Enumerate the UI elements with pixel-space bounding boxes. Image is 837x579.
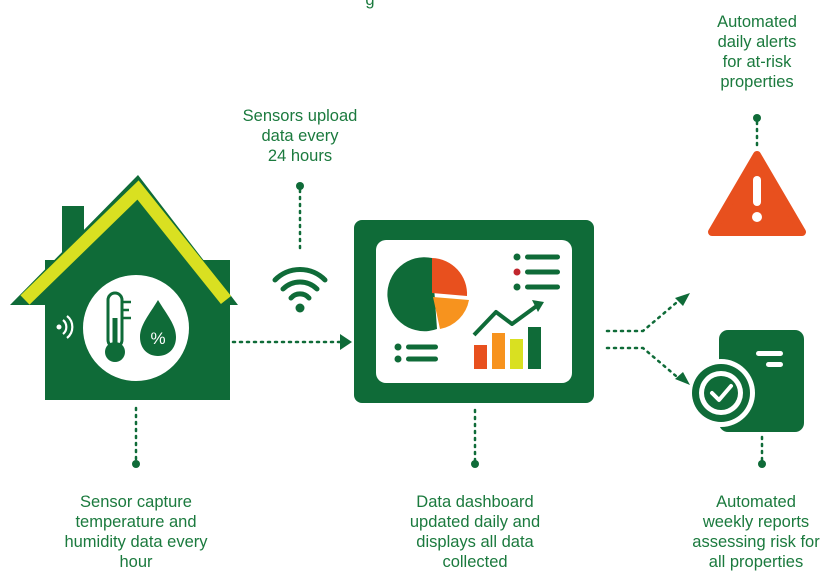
report-document-check-icon	[687, 330, 804, 432]
alerts-caption: Automated daily alerts for at-risk prope…	[717, 13, 797, 91]
connectors	[134, 120, 764, 462]
humidity-percent-label: %	[150, 329, 165, 348]
arrow-to-reports	[675, 372, 690, 385]
wifi-icon	[272, 267, 328, 313]
reports-caption: Automated weekly reports assessing risk …	[692, 493, 820, 571]
warning-triangle-icon	[708, 151, 806, 236]
dashboard-list-bottom-icon	[394, 343, 438, 363]
humidity-drop-icon	[140, 300, 176, 356]
arrow-to-dashboard	[340, 334, 352, 350]
sensor-caption: Sensor capture temperature and humidity …	[64, 493, 208, 571]
connector-arrowheads	[340, 293, 690, 385]
signal-waves-icon	[56, 315, 74, 339]
thermometer-icon	[105, 291, 131, 362]
top-cut-text: g	[365, 0, 375, 9]
house-icon	[10, 175, 238, 400]
dashboard-list-top-icon	[513, 253, 560, 291]
bar-chart-icon	[472, 300, 544, 369]
dashboard-screen-icon	[354, 220, 594, 403]
connector-dots	[132, 114, 766, 468]
dashboard-caption: Data dashboard updated daily and display…	[409, 493, 541, 571]
arrow-to-alerts	[675, 293, 690, 306]
upload-caption: Sensors upload data every 24 hours	[242, 107, 358, 165]
pie-chart-icon	[387, 257, 469, 332]
